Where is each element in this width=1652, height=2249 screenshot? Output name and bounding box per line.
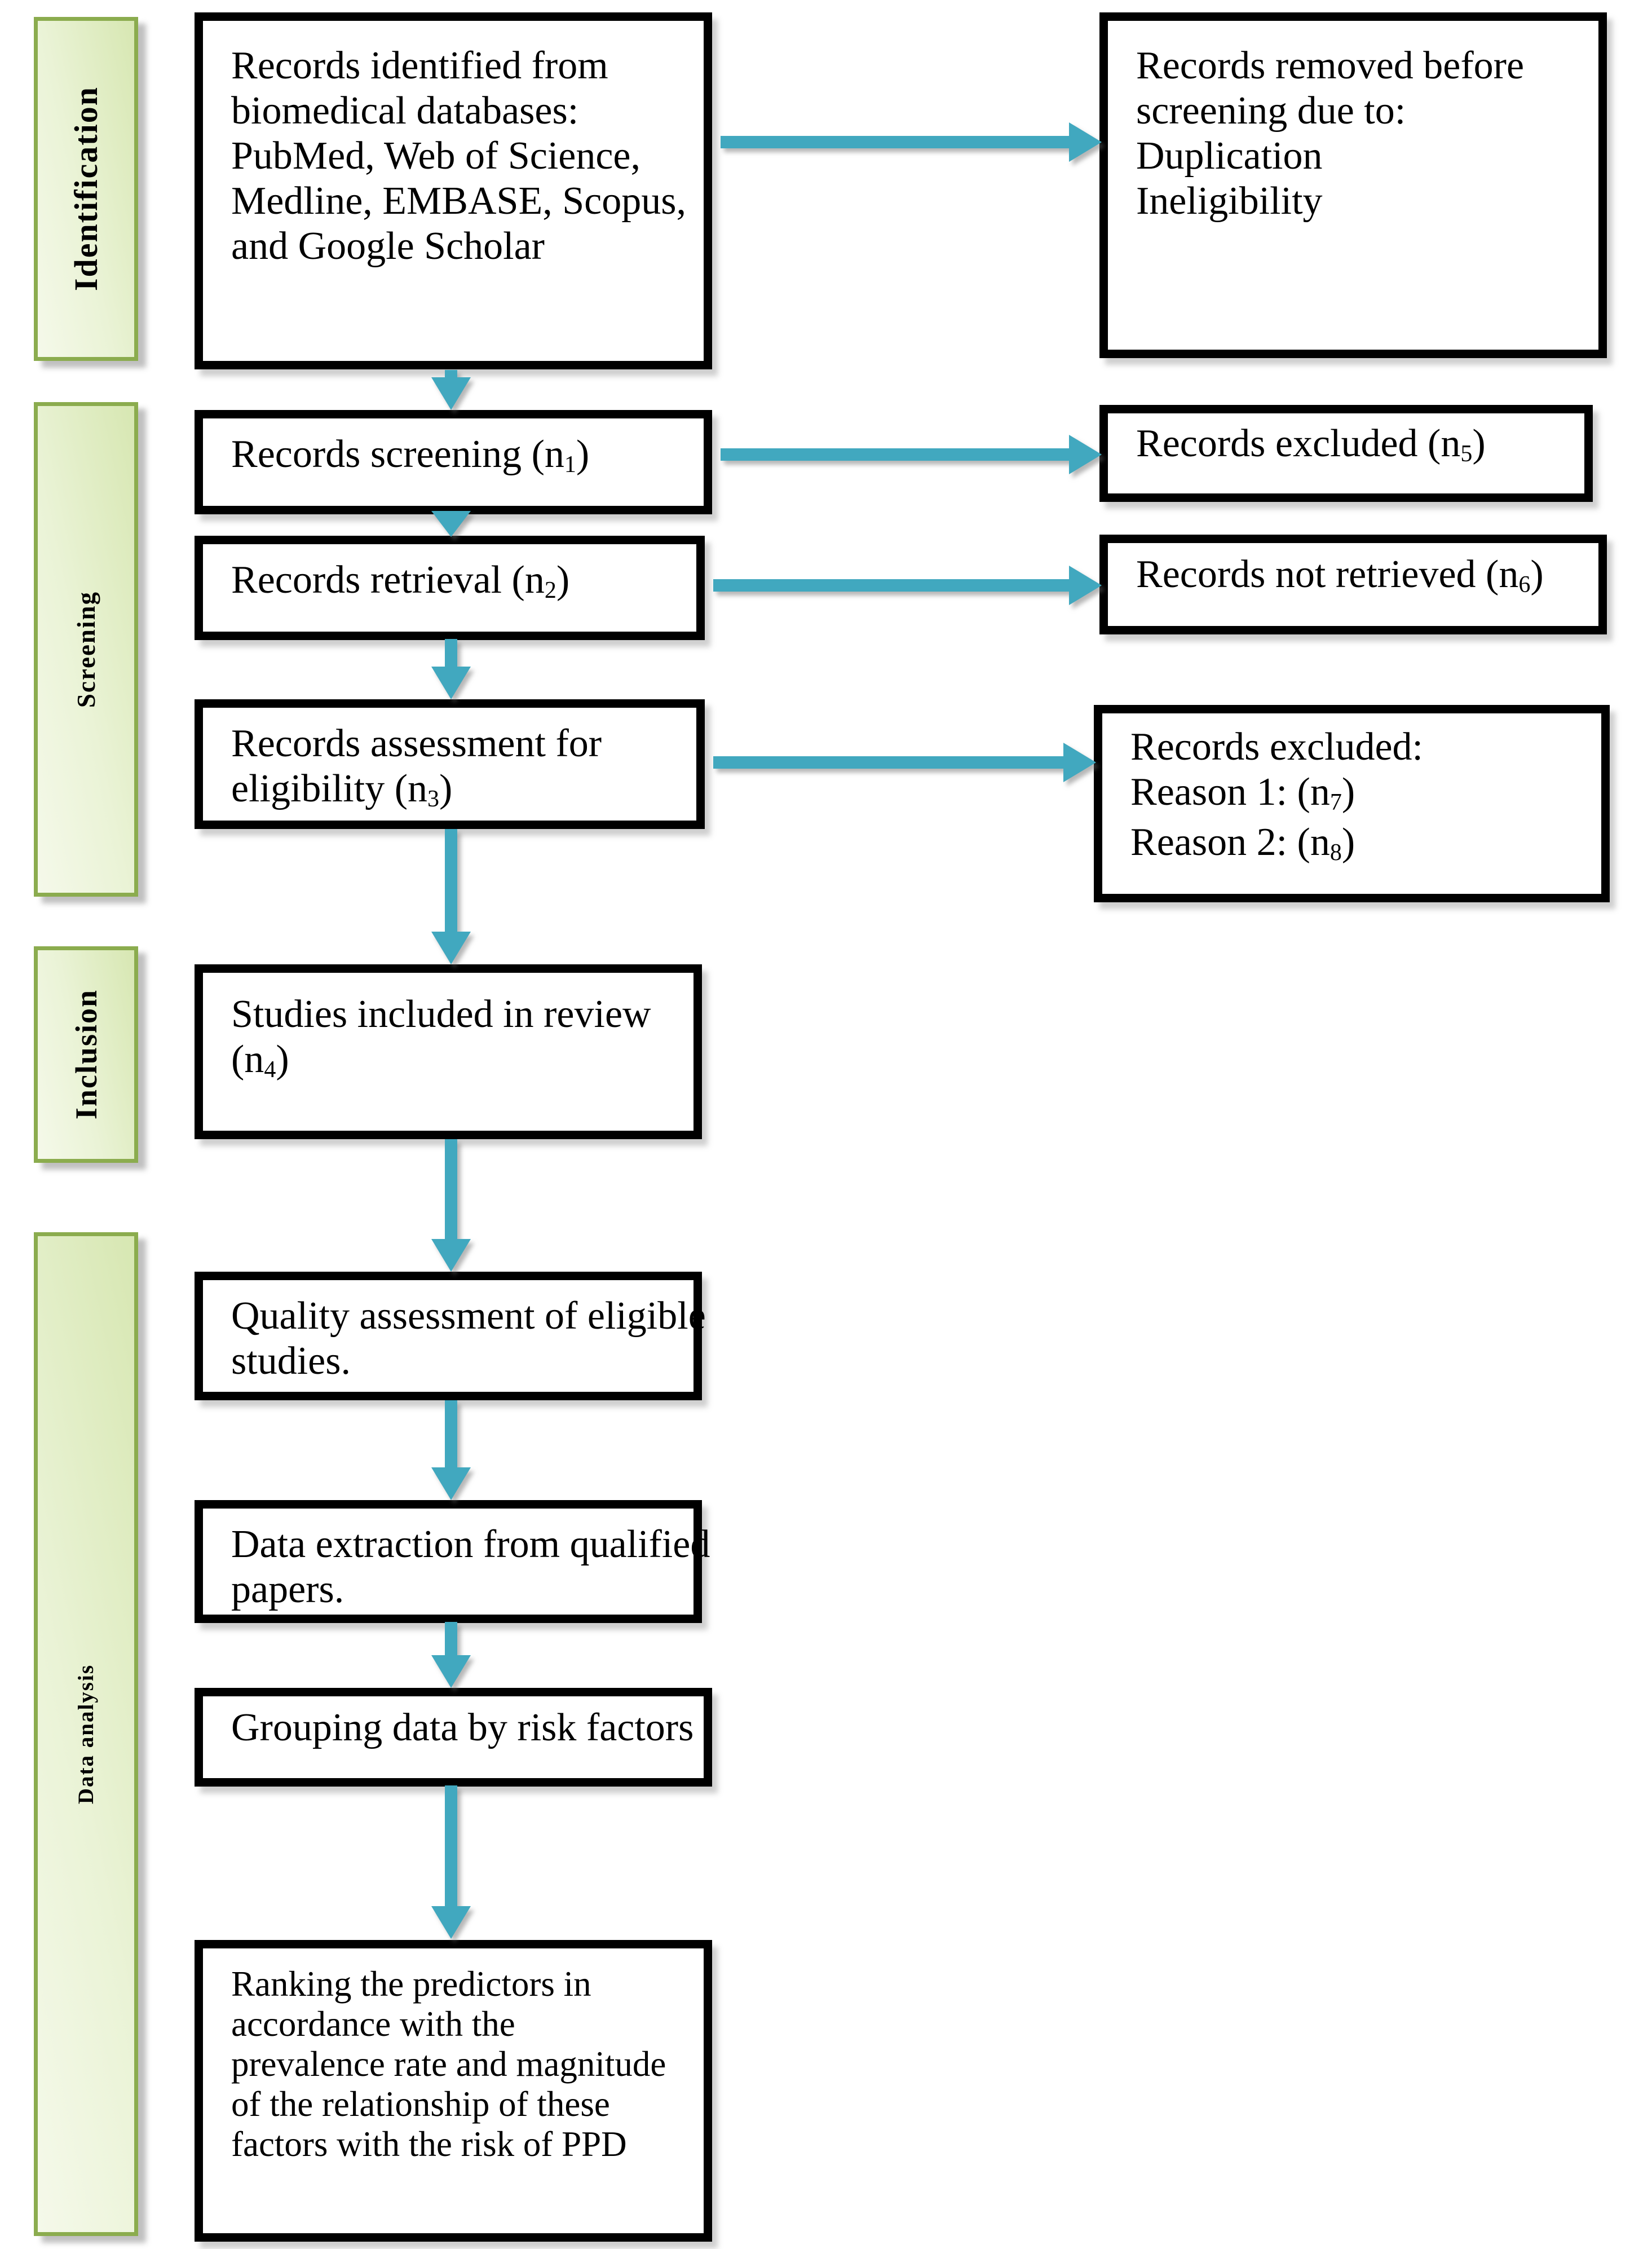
subscript: 5: [1460, 441, 1473, 468]
stage-label-inclusion: Inclusion: [69, 989, 103, 1120]
subscript: 8: [1329, 840, 1342, 866]
arrow-stem: [445, 829, 457, 933]
stage-label-data-analysis: Data analysis: [74, 1664, 98, 1805]
down-arrow-icon-grouping-to-ranking: [431, 1785, 471, 1939]
down-arrow-icon-included-to-quality: [431, 1139, 471, 1272]
stage-bar-screening: Screening: [34, 402, 138, 897]
arrow-head: [431, 377, 471, 410]
subscript: 6: [1518, 572, 1531, 598]
down-arrow-icon-assessment-to-included: [431, 829, 471, 964]
box-records-not-retrieved: Records not retrieved (n6): [1099, 535, 1607, 634]
arrow-head: [431, 511, 471, 537]
arrow-stem: [445, 1785, 457, 1907]
arrow-head: [1063, 743, 1096, 782]
right-arrow-icon-screening-to-excluded: [721, 435, 1102, 474]
right-arrow-icon-assessment-to-excluded-reasons: [713, 743, 1096, 782]
down-arrow-icon-extraction-to-grouping: [431, 1622, 471, 1688]
subscript: 7: [1329, 790, 1342, 816]
arrow-head: [1069, 122, 1102, 162]
arrow-stem: [445, 1139, 457, 1240]
down-arrow-icon-retrieval-to-assessment: [431, 639, 471, 699]
down-arrow-icon-identified-to-screening: [431, 370, 471, 410]
arrow-head: [1069, 435, 1102, 474]
box-records-retrieval: Records retrieval (n2): [195, 536, 705, 640]
box-studies-included: Studies included in review(n4): [195, 964, 702, 1139]
arrow-head: [431, 1655, 471, 1688]
arrow-head: [431, 932, 471, 964]
arrow-head: [431, 1239, 471, 1272]
arrow-stem: [445, 1622, 457, 1656]
arrow-stem: [713, 579, 1071, 592]
subscript: 4: [264, 1057, 276, 1083]
down-arrow-icon-quality-to-extraction: [431, 1400, 471, 1500]
arrow-stem: [445, 1400, 457, 1469]
arrow-head: [431, 1467, 471, 1500]
right-arrow-icon-identified-to-removed: [721, 122, 1102, 162]
right-arrow-icon-retrieval-to-not-retrieved: [713, 566, 1102, 605]
stage-bar-data-analysis: Data analysis: [34, 1232, 138, 2236]
box-records-screening: Records screening (n1): [195, 410, 712, 514]
stage-bar-inclusion: Inclusion: [34, 946, 138, 1163]
down-arrow-icon-screening-to-retrieval: [431, 511, 471, 537]
arrow-head: [431, 667, 471, 699]
box-grouping-data: Grouping data by risk factors: [195, 1688, 712, 1787]
stage-bar-identification: Identification: [34, 17, 138, 361]
arrow-stem: [713, 756, 1066, 769]
box-records-excluded: Records excluded (n5): [1099, 405, 1593, 502]
arrow-stem: [721, 448, 1071, 461]
box-records-excluded-reasons: Records excluded:Reason 1: (n7)Reason 2:…: [1094, 705, 1610, 902]
arrow-head: [1069, 566, 1102, 605]
stage-label-screening: Screening: [72, 590, 100, 708]
subscript: 1: [564, 452, 576, 478]
stage-label-identification: Identification: [68, 86, 104, 292]
subscript: 2: [544, 577, 556, 604]
arrow-stem: [721, 136, 1071, 148]
subscript: 3: [427, 786, 440, 813]
arrow-stem: [445, 370, 457, 378]
arrow-stem: [445, 639, 457, 668]
arrow-head: [431, 1906, 471, 1939]
